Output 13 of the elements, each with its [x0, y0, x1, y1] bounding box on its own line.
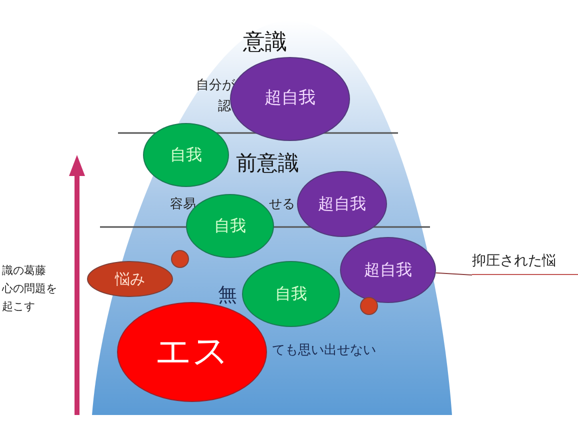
layer-text: せる [269, 198, 295, 211]
leader-line [435, 272, 472, 276]
layer-text: ても思い出せない [272, 344, 376, 357]
layer-text: 前意識 [236, 153, 299, 174]
layer-text: 無 [218, 286, 237, 305]
layer-text: 識の葛藤 [2, 265, 46, 276]
layer-text: 意識 [243, 32, 287, 54]
ellipse: 悩み [87, 261, 173, 297]
layer-text: 容易 [170, 198, 196, 211]
layer-text: 心の問題を [2, 283, 57, 294]
layer-text: 起こす [2, 301, 35, 312]
layer-text: 認 [218, 100, 231, 113]
callout-text: 抑圧された悩 [472, 250, 578, 275]
